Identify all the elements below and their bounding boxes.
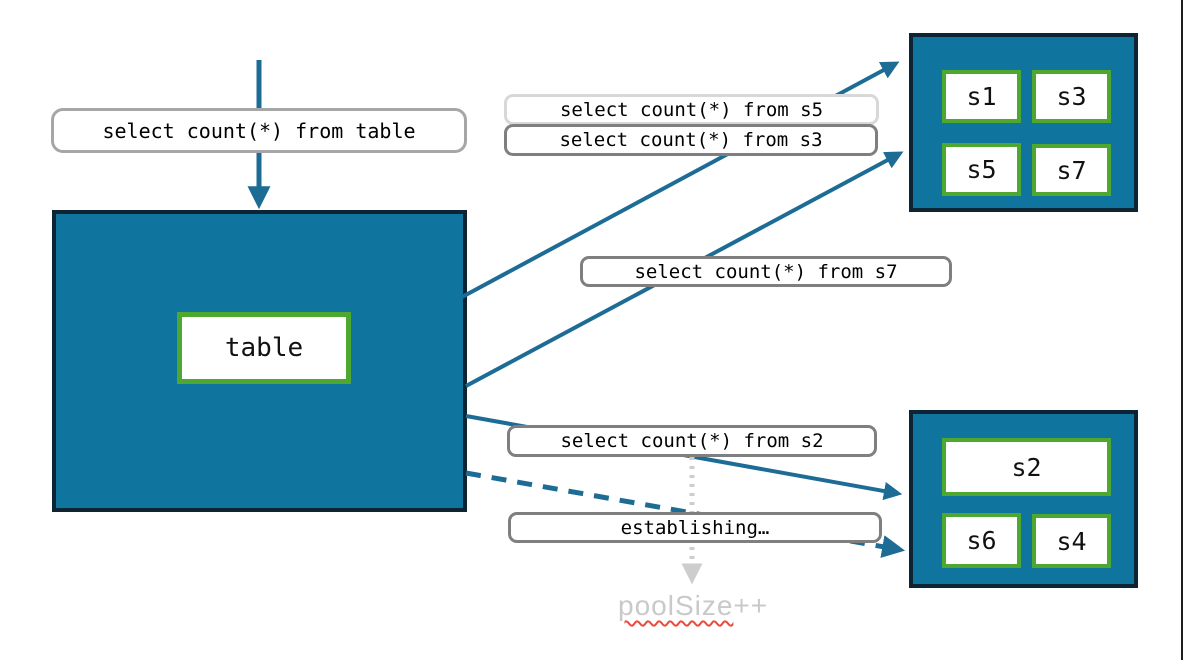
shard-group-top: s1 s3 s5 s7 <box>909 33 1138 212</box>
table-node: table <box>52 210 467 512</box>
query-label-s2: select count(*) from s2 <box>507 425 877 457</box>
shard-s6: s6 <box>942 513 1021 568</box>
shard-s5: s5 <box>942 143 1021 196</box>
shard-s7: s7 <box>1032 144 1111 196</box>
establishing-label: establishing… <box>508 512 882 543</box>
query-label-s3: select count(*) from s3 <box>504 124 878 156</box>
establishing-label-text: establishing… <box>620 516 770 539</box>
shard-s3: s3 <box>1032 70 1111 123</box>
table-node-label: table <box>224 333 304 363</box>
table-node-label-box: table <box>177 312 351 384</box>
shard-s2: s2 <box>942 438 1111 496</box>
shard-s3-label: s3 <box>1056 82 1087 111</box>
window-right-edge <box>1181 0 1183 660</box>
shard-s6-label: s6 <box>966 526 997 555</box>
query-label-s5: select count(*) from s5 <box>504 94 879 125</box>
poolsize-suffix: ++ <box>733 590 769 621</box>
query-label-table-text: select count(*) from table <box>102 118 416 143</box>
shard-s1: s1 <box>942 70 1021 123</box>
query-label-s2-text: select count(*) from s2 <box>560 430 824 452</box>
poolsize-caption: poolSize++ <box>618 590 768 622</box>
query-label-table: select count(*) from table <box>51 108 467 153</box>
shard-s5-label: s5 <box>966 155 997 184</box>
shard-s2-label: s2 <box>1011 452 1042 482</box>
shard-s7-label: s7 <box>1056 155 1087 185</box>
shard-group-bottom: s2 s6 s4 <box>909 410 1138 588</box>
query-label-s3-text: select count(*) from s3 <box>559 129 823 151</box>
query-label-s7-text: select count(*) from s7 <box>634 260 898 283</box>
shard-s4: s4 <box>1032 514 1111 568</box>
shard-s4-label: s4 <box>1056 526 1087 556</box>
query-label-s7: select count(*) from s7 <box>580 256 952 287</box>
shard-s1-label: s1 <box>966 82 997 111</box>
query-label-s5-text: select count(*) from s5 <box>559 98 824 121</box>
poolsize-word: poolSize <box>618 590 734 621</box>
